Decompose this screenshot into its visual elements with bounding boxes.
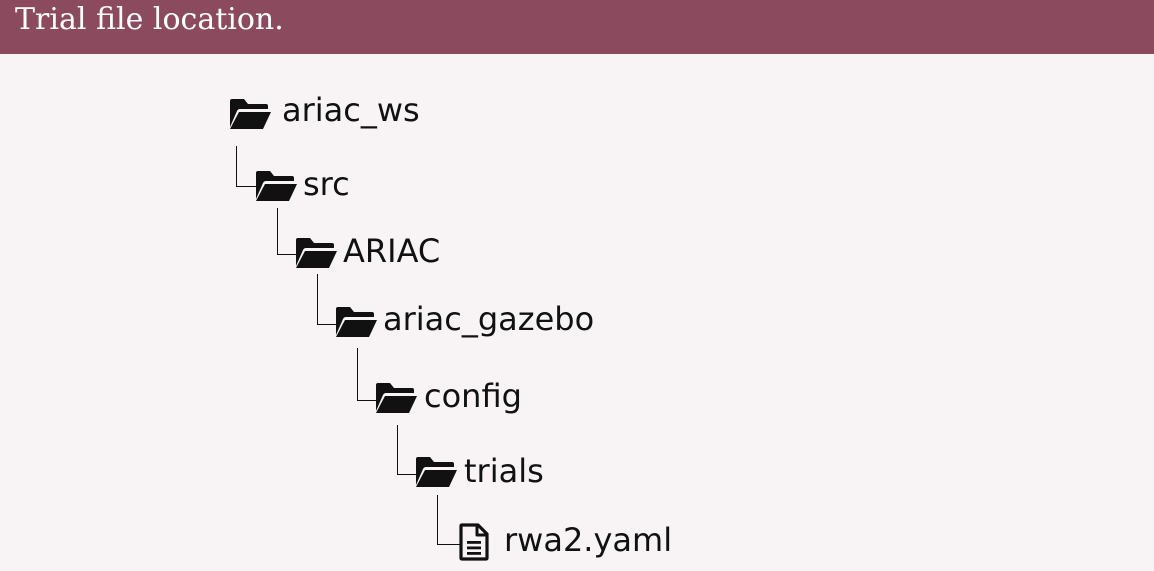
tree-connector: [437, 495, 460, 545]
folder-open-icon: [296, 238, 337, 268]
slide-title: Trial file location.: [15, 2, 284, 37]
tree-connector: [357, 348, 376, 401]
title-bar: Trial file location.: [0, 0, 1154, 54]
folder-open-icon: [376, 383, 417, 413]
tree-item-label: ariac_ws: [282, 91, 420, 129]
folder-open-icon: [336, 307, 377, 337]
tree-item-label: trials: [464, 452, 544, 490]
tree-item-label: config: [424, 377, 522, 415]
folder-open-icon: [416, 457, 457, 487]
tree-connector: [236, 146, 256, 187]
file-text-icon: [459, 523, 489, 561]
tree-item-label: ARIAC: [343, 232, 441, 270]
tree-connector: [277, 208, 296, 255]
tree-item-label: rwa2.yaml: [504, 521, 673, 559]
content-panel: [0, 54, 1154, 571]
tree-item-label: ariac_gazebo: [383, 300, 595, 338]
folder-open-icon: [256, 171, 297, 201]
tree-item-label: src: [303, 165, 350, 203]
tree-connector: [397, 425, 416, 475]
tree-connector: [317, 274, 336, 325]
folder-open-icon: [230, 99, 271, 129]
